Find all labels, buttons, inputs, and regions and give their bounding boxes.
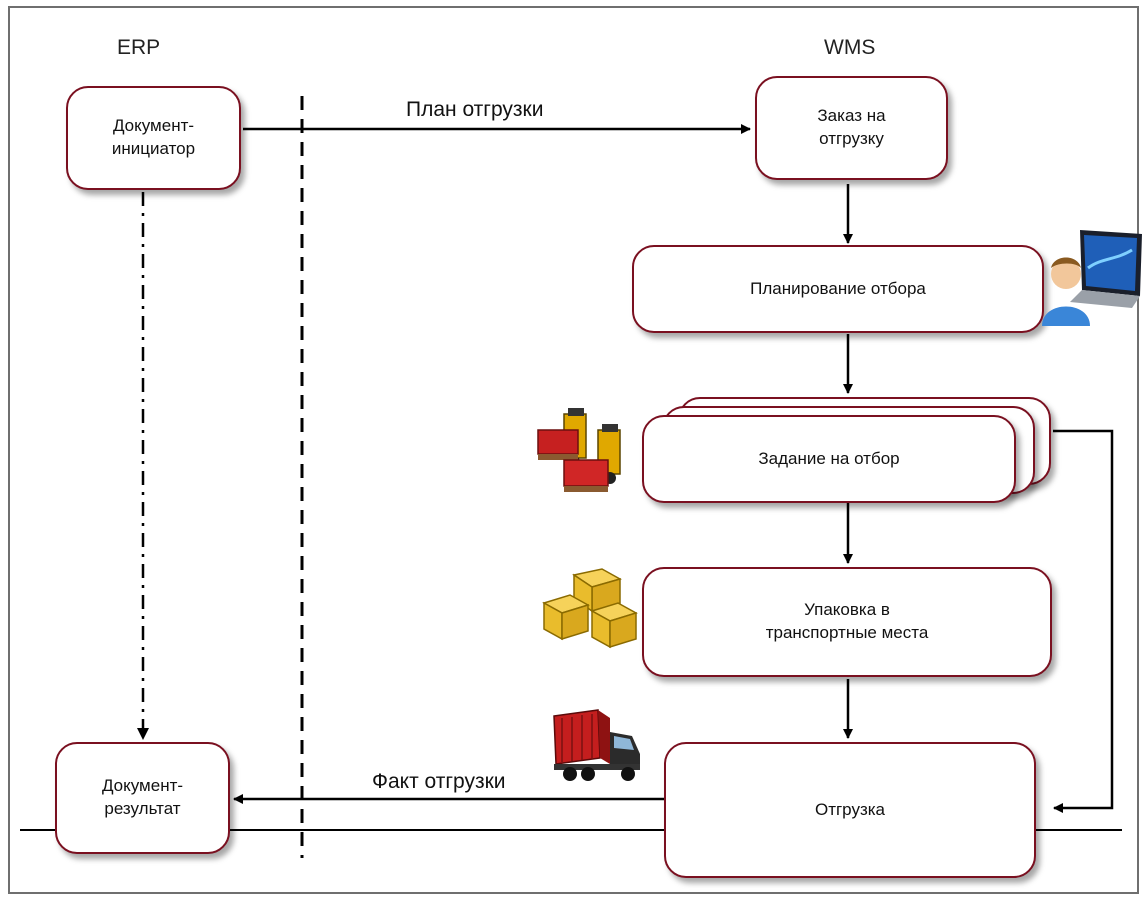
node-result-label: Документ- результат <box>101 776 184 818</box>
node-initiator-label: Документ- инициатор <box>111 116 196 158</box>
truck-icon <box>553 709 640 781</box>
node-shipment-label: Отгрузка <box>814 799 886 819</box>
plan-label: План отгрузки <box>406 98 544 121</box>
node-pick-task: Задание на отбор <box>642 415 1016 503</box>
node-result: Документ- результат <box>55 742 230 854</box>
node-packing: Упаковка в транспортные места <box>642 567 1052 677</box>
node-packing-label: Упаковка в транспортные места <box>765 600 929 642</box>
wms-column-title: WMS <box>824 36 876 59</box>
node-order-label: Заказ на отгрузку <box>817 106 886 148</box>
node-pick-task-label: Задание на отбор <box>758 448 900 468</box>
node-planning-label: Планирование отбора <box>750 278 926 298</box>
fact-label: Факт отгрузки <box>372 770 506 793</box>
erp-column-title: ERP <box>117 36 161 59</box>
forklift-pallets-icon <box>537 408 621 492</box>
initiator-to-result-arrowhead <box>137 728 149 740</box>
node-initiator: Документ- инициатор <box>66 86 241 190</box>
node-planning: Планирование отбора <box>632 245 1044 333</box>
node-shipment: Отгрузка <box>664 742 1036 878</box>
boxes-icon <box>542 568 638 649</box>
diagram-frame <box>8 6 1139 894</box>
node-order: Заказ на отгрузку <box>755 76 948 180</box>
task-to-shipment-bypass <box>1053 429 1114 813</box>
operator-at-laptop-icon <box>1042 230 1142 326</box>
